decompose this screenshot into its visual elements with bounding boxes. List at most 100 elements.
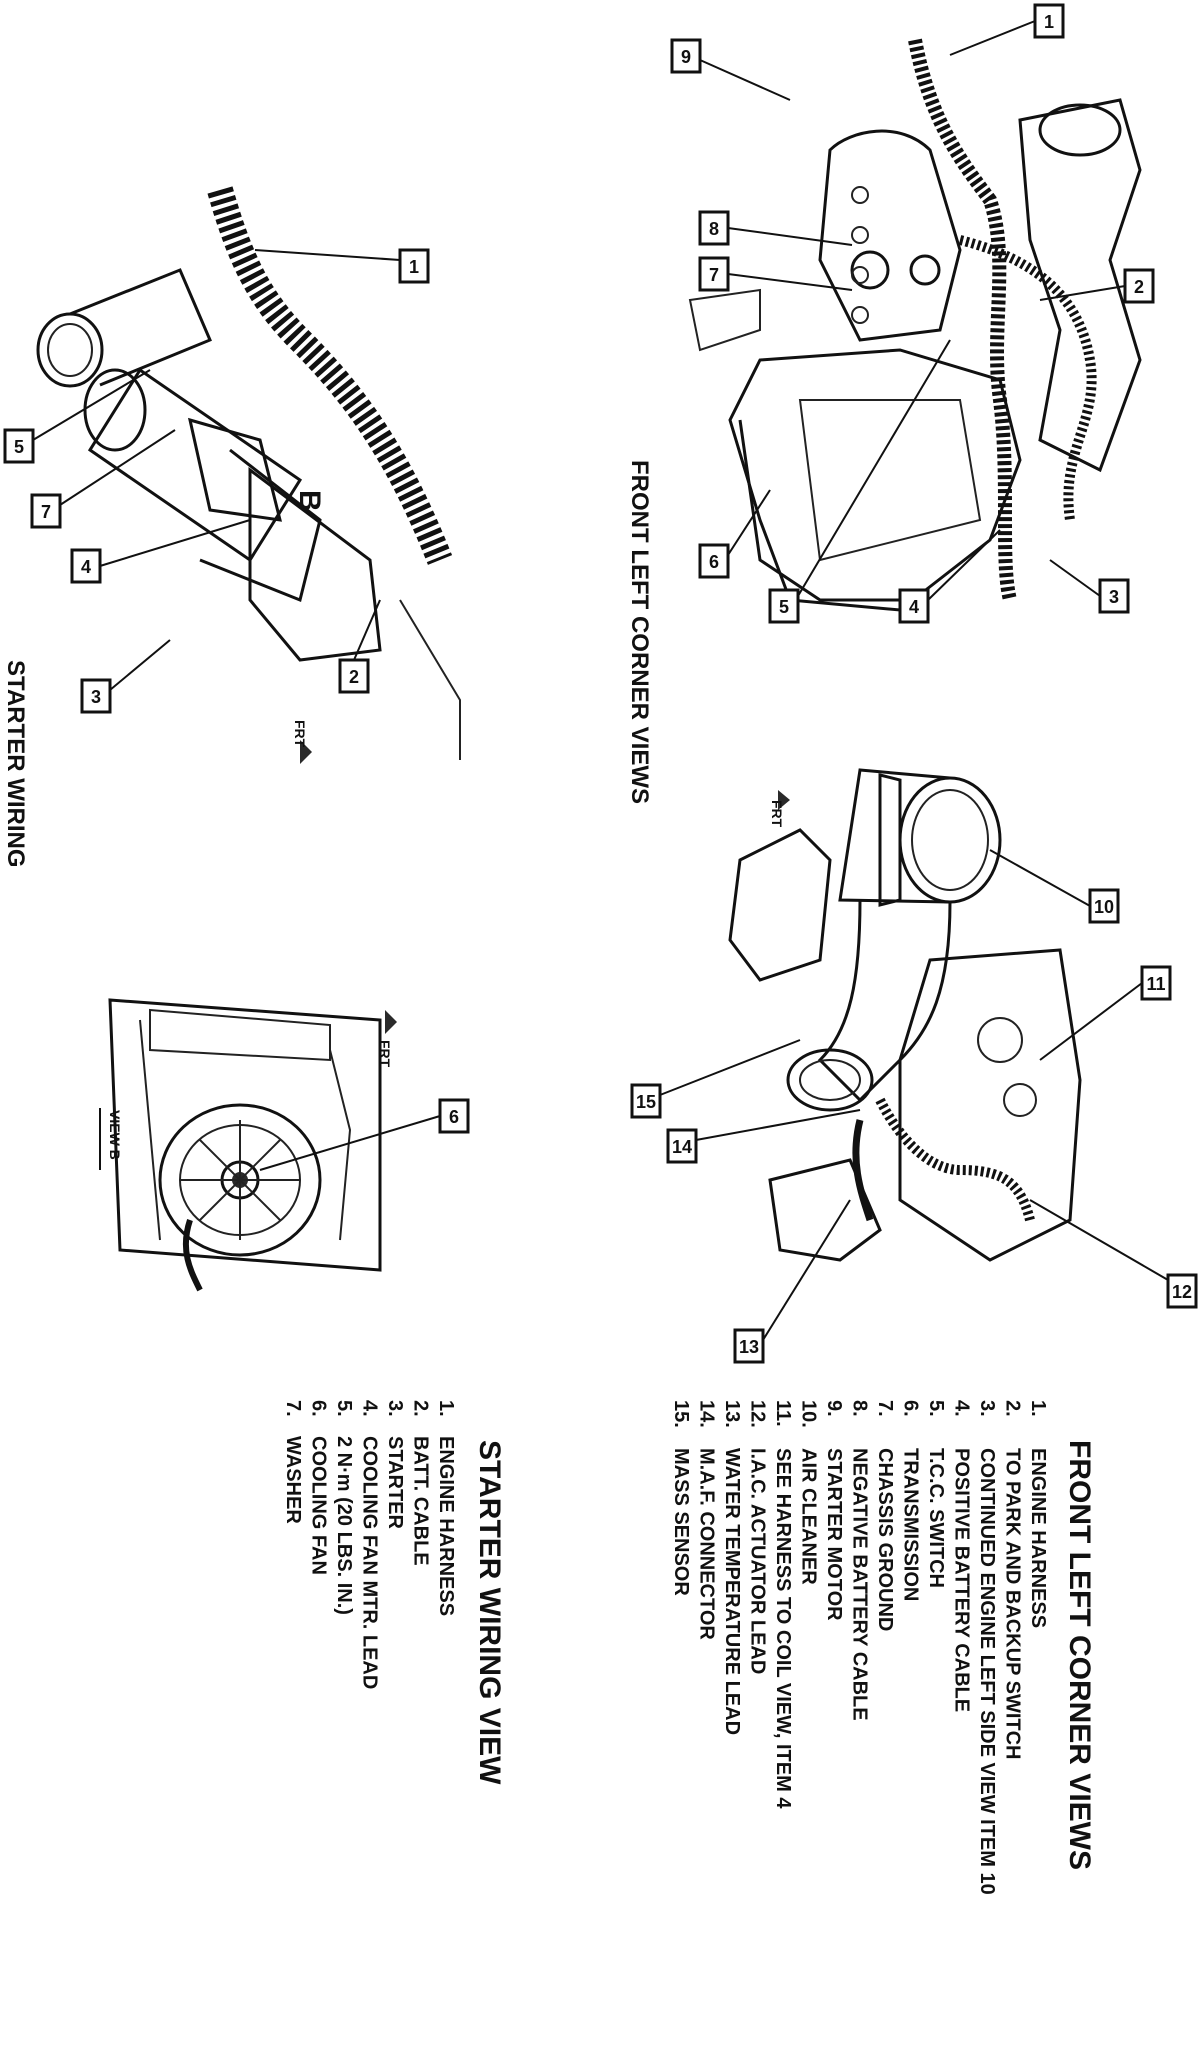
callout-st-2: 2 [338, 599, 381, 694]
b-marker: B [293, 490, 326, 512]
legend-front-item-number: 5. [925, 1400, 947, 1417]
svg-text:13: 13 [739, 1337, 759, 1357]
legend-starter-item: 4.COOLING FAN MTR. LEAD [359, 1400, 381, 1689]
legend-starter-item-number: 2. [410, 1400, 432, 1417]
legend-front-item-number: 12. [747, 1400, 769, 1428]
legend-front-item-number: 2. [1002, 1400, 1024, 1417]
legend-starter-item-label: COOLING FAN MTR. LEAD [359, 1436, 381, 1689]
legend-front-item-label: MASS SENSOR [670, 1448, 692, 1596]
view-b: FRT 6 VIEW B [99, 998, 470, 1292]
legend-front-item-number: 9. [823, 1400, 845, 1417]
legend-front-item: 1.ENGINE HARNESS [1027, 1400, 1049, 1628]
legend-front-item-label: NEGATIVE BATTERY CABLE [849, 1448, 871, 1721]
legend-starter-item-label: WASHER [282, 1436, 304, 1524]
legend-front-item-number: 13. [721, 1400, 743, 1428]
svg-text:5: 5 [779, 597, 789, 617]
callout-fl-13: 13 [733, 1199, 851, 1364]
legend-front-item-number: 6. [900, 1400, 922, 1417]
frt-arrow-2: FRT [292, 720, 312, 764]
legend-starter-item: 7.WASHER [282, 1400, 304, 1524]
svg-text:1: 1 [409, 257, 419, 277]
legend-front-item-label: TO PARK AND BACKUP SWITCH [1002, 1448, 1024, 1759]
legend-front-item: 2. TO PARK AND BACKUP SWITCH [1002, 1400, 1024, 1759]
callout-fl-8: 8 [698, 210, 853, 246]
callout-fl-9: 9 [670, 38, 791, 101]
callout-fl-5: 5 [768, 339, 951, 624]
svg-text:4: 4 [909, 597, 919, 617]
legend-front-item: 5.T.C.C. SWITCH [925, 1400, 947, 1588]
svg-text:11: 11 [1146, 974, 1165, 994]
svg-text:10: 10 [1094, 897, 1114, 917]
legend-starter-item-label: BATT. CABLE [410, 1436, 432, 1566]
legend-front-item: 13. WATER TEMPERATURE LEAD [721, 1400, 743, 1735]
callout-fl-14: 14 [666, 1109, 861, 1164]
legend-front-item-label: CHASSIS GROUND [874, 1448, 896, 1631]
legend-front-left: FRONT LEFT CORNER VIEWS 1.ENGINE HARNESS… [670, 1400, 1096, 1895]
legend-front-item: 9. STARTER MOTOR [823, 1400, 845, 1621]
legend-starter-item-label: ENGINE HARNESS [435, 1436, 457, 1616]
legend-front-item: 4. POSITIVE BATTERY CABLE [951, 1400, 973, 1712]
svg-text:6: 6 [709, 552, 719, 572]
legend-front-item-label: M.A.F. CONNECTOR [696, 1448, 718, 1640]
frt-arrow-1: FRT [769, 790, 790, 828]
callout-fl-11: 11 [1039, 965, 1172, 1061]
legend-starter-item-number: 5. [333, 1400, 355, 1417]
callout-st-5: 5 [3, 369, 151, 464]
callout-fl-10: 10 [989, 849, 1120, 924]
svg-text:2: 2 [349, 667, 359, 687]
legend-front-item-number: 4. [951, 1400, 973, 1417]
legend-front-item-label: WATER TEMPERATURE LEAD [721, 1448, 743, 1735]
legend-front-item-number: 1. [1027, 1400, 1049, 1417]
front-left-top-view: 1 2 3 4 5 6 7 [670, 3, 1155, 624]
legend-front-item-label: STARTER MOTOR [823, 1448, 845, 1621]
svg-text:2: 2 [1134, 277, 1144, 297]
legend-starter-item-label: STARTER [384, 1436, 406, 1530]
svg-text:B: B [293, 490, 326, 512]
legend-front-item-label: I.A.C. ACTUATOR LEAD [747, 1448, 769, 1674]
svg-text:12: 12 [1172, 1282, 1192, 1302]
callout-fl-12: 12 [1029, 1199, 1198, 1309]
legend-front-item-number: 14. [696, 1400, 718, 1428]
view-b-label: VIEW B [107, 1110, 123, 1160]
svg-text:4: 4 [81, 557, 91, 577]
svg-text:5: 5 [14, 437, 24, 457]
legend-front-item-label: POSITIVE BATTERY CABLE [951, 1448, 973, 1712]
svg-text:FRT: FRT [292, 720, 308, 748]
legend-starter-item-label: 2 N·m (20 LBS. IN.) [333, 1436, 355, 1615]
legend-front-item: 7. CHASSIS GROUND [874, 1400, 896, 1631]
starter-wiring-view: B FRT 1 2 3 4 5 [3, 186, 461, 764]
legend-starter-item-number: 6. [308, 1400, 330, 1417]
legend-starter: STARTER WIRING VIEW 1.ENGINE HARNESS2.BA… [282, 1400, 506, 1785]
legend-front-item: 15.MASS SENSOR [670, 1400, 692, 1596]
legend-front-item: 11.SEE HARNESS TO COIL VIEW, ITEM 4 [772, 1400, 794, 1809]
legend-starter-item: 3.STARTER [384, 1400, 406, 1530]
svg-text:15: 15 [636, 1092, 656, 1112]
legend-front-item-number: 8. [849, 1400, 871, 1417]
legend-front-item: 14. M.A.F. CONNECTOR [696, 1400, 718, 1640]
svg-text:6: 6 [449, 1107, 459, 1127]
svg-text:FRT: FRT [377, 1040, 393, 1068]
svg-text:3: 3 [91, 687, 101, 707]
callout-st-4: 4 [70, 519, 251, 584]
svg-text:9: 9 [681, 47, 691, 67]
svg-text:7: 7 [709, 265, 719, 285]
legend-starter-item-label: COOLING FAN [308, 1436, 330, 1575]
callout-vb-6: 6 [259, 1098, 470, 1171]
legend-front-item: 6.TRANSMISSION [900, 1400, 922, 1601]
callout-fl-3: 3 [1049, 559, 1130, 614]
legend-front-item: 12. I.A.C. ACTUATOR LEAD [747, 1400, 769, 1674]
legend-front-item: 10.AIR CLEANER [798, 1400, 820, 1585]
legend-starter-item-number: 1. [435, 1400, 457, 1417]
callout-st-1: 1 [254, 248, 430, 284]
legend-front-item-number: 3. [976, 1400, 998, 1417]
legend-front-item-number: 7. [874, 1400, 896, 1417]
svg-text:8: 8 [709, 219, 719, 239]
front-left-bottom-view: FRT 10 11 12 13 14 15 [630, 768, 1198, 1364]
legend-starter-item: 1. ENGINE HARNESS [435, 1400, 457, 1616]
legend-front-item-label: CONTINUED ENGINE LEFT SIDE VIEW ITEM 10 [976, 1448, 998, 1895]
svg-text:1: 1 [1044, 12, 1054, 32]
front-left-caption: FRONT LEFT CORNER VIEWS [626, 460, 653, 804]
legend-starter-item: 2. BATT. CABLE [410, 1400, 432, 1566]
